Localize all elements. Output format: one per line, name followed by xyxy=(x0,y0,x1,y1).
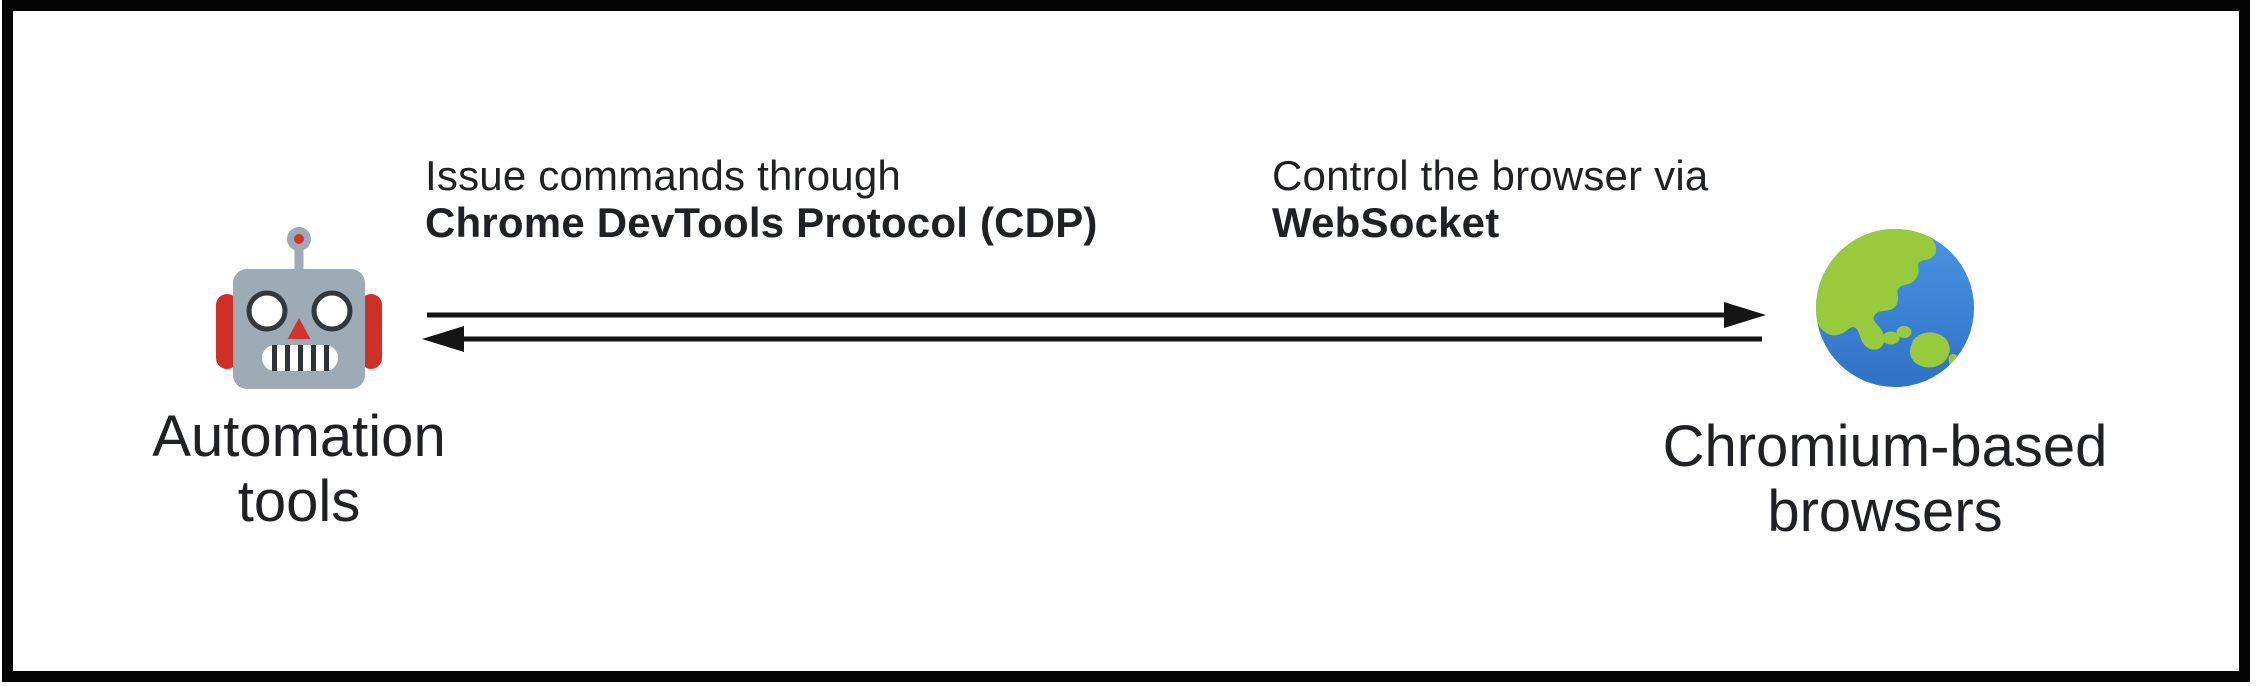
bidirectional-arrows xyxy=(422,302,1766,352)
annotation-cdp: Issue commands through Chrome DevTools P… xyxy=(425,152,1098,246)
annotation-websocket: Control the browser via WebSocket xyxy=(1272,152,1708,246)
arrow-right xyxy=(427,302,1766,328)
annotation-websocket-line1: Control the browser via xyxy=(1272,152,1709,199)
robot-icon xyxy=(216,227,382,389)
annotation-websocket-line2: WebSocket xyxy=(1272,199,1500,246)
globe-icon xyxy=(1816,229,1974,387)
node-label-automation-line1: Automation xyxy=(152,404,446,469)
node-label-chromium-line1: Chromium-based xyxy=(1662,414,2108,479)
node-label-automation-line2: tools xyxy=(237,469,361,534)
node-label-automation-tools: Automation tools xyxy=(79,404,519,534)
annotation-cdp-line1: Issue commands through xyxy=(425,152,901,199)
annotation-cdp-line2: Chrome DevTools Protocol (CDP) xyxy=(425,199,1098,246)
node-label-chromium-line2: browsers xyxy=(1767,479,2003,544)
node-label-chromium-browsers: Chromium-based browsers xyxy=(1620,414,2150,544)
arrow-left xyxy=(422,326,1762,352)
